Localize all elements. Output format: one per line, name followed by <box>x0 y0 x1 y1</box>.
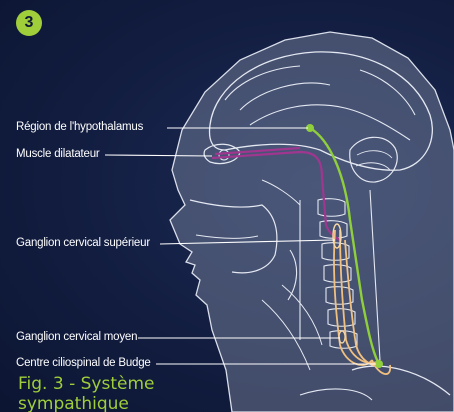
budge-dot <box>375 360 383 368</box>
label-hypothalamus: Région de l'hypothalamus <box>16 121 143 133</box>
label-superior-ganglion: Ganglion cervical supérieur <box>16 237 150 249</box>
label-middle-ganglion: Ganglion cervical moyen <box>16 331 137 343</box>
label-budge: Centre ciliospinal de Budge <box>16 357 151 369</box>
caption-line-2: sympathique <box>18 394 154 412</box>
figure-number-badge: 3 <box>16 10 42 36</box>
caption-line-1: Fig. 3 - Système <box>18 374 154 394</box>
label-dilator: Muscle dilatateur <box>16 148 100 160</box>
badge-number: 3 <box>25 14 34 32</box>
head-silhouette <box>170 32 454 412</box>
figure-caption: Fig. 3 - Système sympathique <box>18 374 154 412</box>
